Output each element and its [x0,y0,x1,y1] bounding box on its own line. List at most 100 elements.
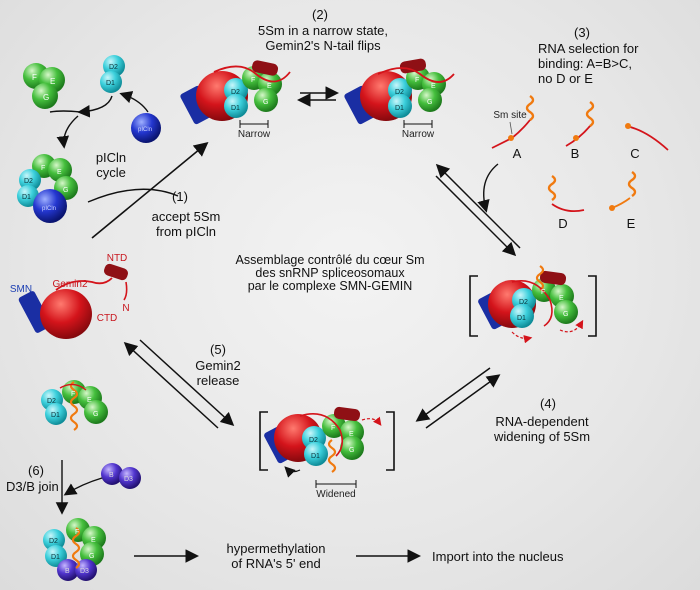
smn-gemin2-legend [18,263,128,339]
narrow-label-left: Narrow [237,129,271,140]
svg-text:E: E [431,83,436,90]
step1-arrow [91,141,209,239]
rna-b-label: B [570,146,580,161]
svg-text:D1: D1 [106,80,115,87]
narrow-complex-left: D2 D1 F E G [180,60,291,128]
import-nucleus-label: Import into the nucleus [432,549,564,564]
svg-text:F: F [415,77,419,84]
ctd-label: CTD [96,313,118,324]
equilibrium-arrows-top [297,86,339,107]
rna-options [491,95,669,213]
step2-number: (2) [312,7,328,22]
svg-text:G: G [263,99,268,106]
picln-cycle-label: pICln cycle [95,150,127,180]
svg-text:B: B [109,472,114,479]
step1-number: (1) [172,189,188,204]
svg-text:F: F [41,165,45,172]
narrow-complex-right: D2 D1 F E G [344,58,455,128]
rna-e-label: E [626,216,636,231]
svg-text:F: F [251,77,255,84]
sm-picln-complex: F E G D2 D1 pICln [17,154,78,223]
sm-d1d2-cluster: D2 D1 [100,55,125,93]
rna-d-label: D [558,216,568,231]
svg-text:F: F [331,425,335,432]
svg-text:D1: D1 [51,412,60,419]
rna-a-mark [491,95,535,149]
svg-text:G: G [63,187,68,194]
center-title: Assemblage contrôlé du cœur Sm des snRNP… [235,253,425,293]
svg-text:D1: D1 [395,105,404,112]
step2-text: 5Sm in a narrow state, Gemin2's N-tail f… [257,23,389,53]
svg-text:E: E [349,431,354,438]
svg-text:G: G [563,311,568,318]
b-d3-pair: B D3 [101,463,141,489]
sm-site-pointer [509,121,513,135]
step3-number: (3) [574,25,590,40]
svg-text:B: B [65,568,70,575]
ntd-label: NTD [106,253,128,264]
svg-text:F: F [71,391,75,398]
hypermethylation-label: hypermethylation of RNA's 5' end [226,541,326,571]
step6-text: D3/B join [6,479,59,494]
svg-text:D3: D3 [80,568,89,575]
sm-site-label: Sm site [493,110,527,121]
svg-text:pICln: pICln [138,127,152,133]
rna-b-mark [565,101,595,147]
widened-complex: D2 D1 F E G [259,406,395,488]
svg-text:G: G [349,447,354,454]
picln-protein: pICln [131,113,161,143]
step3-text: RNA selection for binding: A=B>C, no D o… [538,41,639,86]
step4-text: RNA-dependent widening of 5Sm [493,414,591,444]
n-terminus-label: N [122,303,130,314]
step1-text: accept 5Sm from pICln [151,209,221,239]
rna-d-mark [547,175,585,213]
svg-text:D2: D2 [309,437,318,444]
svg-text:E: E [57,169,62,176]
svg-text:D1: D1 [22,194,31,201]
widened-label: Widened [316,489,356,500]
svg-text:D2: D2 [47,398,56,405]
svg-text:D3: D3 [124,476,133,483]
rna-e-mark [609,171,637,211]
svg-text:D2: D2 [519,299,528,306]
picln-cycle-group: F E G D2 D1 pICln F E G D2 [17,55,179,223]
svg-text:F: F [32,73,37,82]
svg-text:D2: D2 [49,538,58,545]
svg-text:G: G [93,411,98,418]
gemin2-label: Gemin2 [52,279,88,290]
svg-text:E: E [87,397,92,404]
svg-text:D1: D1 [517,315,526,322]
svg-text:E: E [559,295,564,302]
svg-text:G: G [89,553,94,560]
svg-text:F: F [75,529,79,536]
narrow-label-right: Narrow [401,129,435,140]
step6-number: (6) [28,463,44,478]
svg-text:D1: D1 [311,453,320,460]
rna-c-label: C [630,146,640,161]
svg-text:D2: D2 [24,178,33,185]
smn-label: SMN [9,284,33,295]
step6-arrows [55,460,103,515]
sm-fg-e-cluster: F E G [23,63,65,109]
bracket-complex-right: D2 D1 F E G [469,265,597,344]
svg-text:G: G [427,99,432,106]
svg-text:D1: D1 [231,105,240,112]
svg-text:pICln: pICln [42,206,56,212]
svg-text:E: E [50,77,55,86]
step4-arrows [415,367,501,429]
step5-number: (5) [210,342,226,357]
svg-text:E: E [267,83,272,90]
svg-text:D1: D1 [51,554,60,561]
rna-a-label: A [512,146,522,161]
step3-arrows [435,163,521,257]
step4-number: (4) [540,396,556,411]
rna-c-mark [625,123,669,151]
sm-ring-rna: D2 D1 F E G [41,380,108,431]
svg-text:D2: D2 [395,89,404,96]
svg-text:D2: D2 [231,89,240,96]
step5-text: Gemin2 release [195,358,241,388]
svg-text:E: E [91,537,96,544]
svg-text:G: G [43,93,49,102]
